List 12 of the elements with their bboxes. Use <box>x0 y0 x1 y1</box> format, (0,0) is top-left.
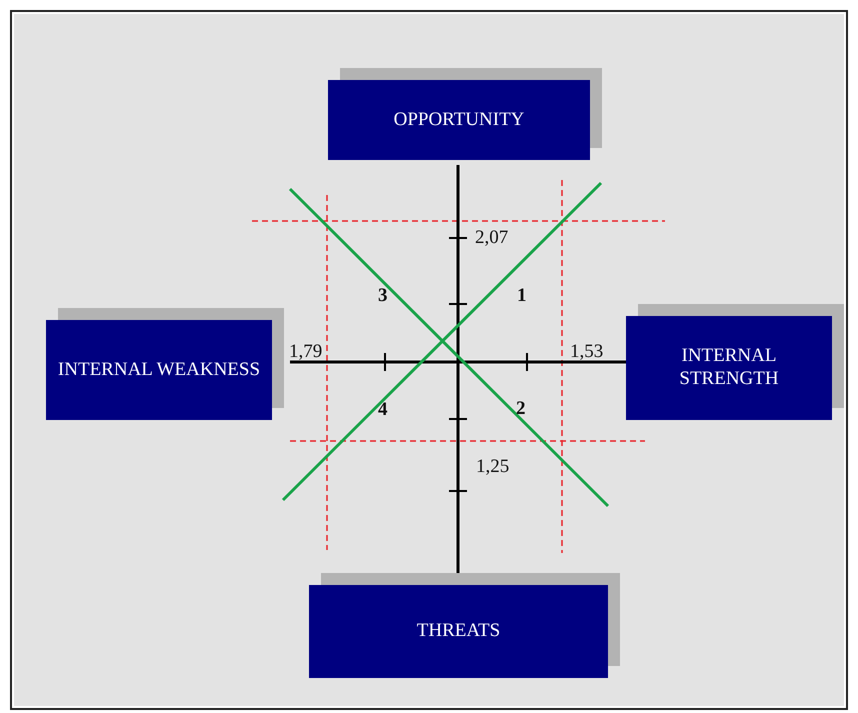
axis-value: 1,53 <box>570 342 604 361</box>
quadrant-number: 2 <box>516 399 526 418</box>
label-box: THREATS <box>309 585 608 678</box>
quadrant-number: 4 <box>378 400 388 419</box>
axis-value: 1,25 <box>476 457 510 476</box>
axis-value: 2,07 <box>475 228 508 247</box>
quadrant-number: 3 <box>378 286 388 305</box>
axis-value: 1,79 <box>289 342 322 361</box>
label-box: INTERNAL STRENGTH <box>626 316 832 420</box>
label-box: INTERNAL WEAKNESS <box>46 320 272 420</box>
label-box: OPPORTUNITY <box>328 80 590 160</box>
quadrant-number: 1 <box>517 286 526 305</box>
